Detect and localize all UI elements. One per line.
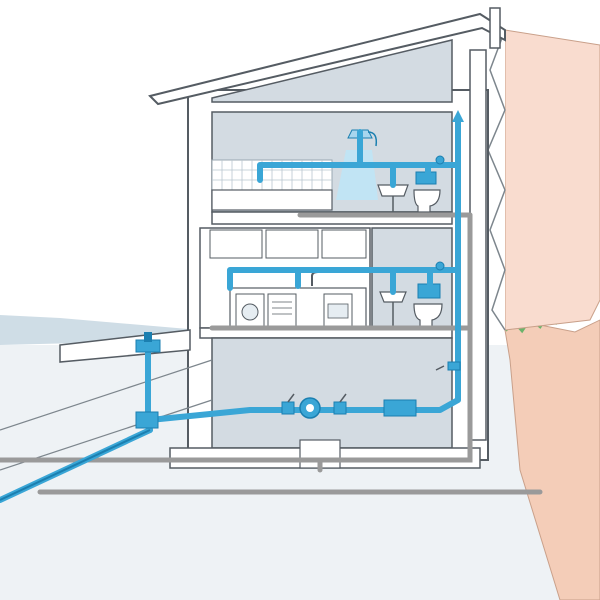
- main-supply-shadow: [0, 429, 151, 501]
- toilet-icon: [413, 171, 441, 213]
- soil-cross-section: [504, 319, 600, 600]
- attic-room: [211, 39, 453, 103]
- water-meter-icon: [299, 397, 321, 419]
- wall-broken-edge: [487, 29, 506, 331]
- valve-icon: [281, 393, 295, 415]
- dishwasher-icon: [267, 293, 297, 327]
- oven-icon: [323, 293, 353, 327]
- street-line: [0, 359, 213, 431]
- drain-pipes: [0, 212, 543, 495]
- basement-room: [211, 337, 453, 449]
- pipe-arrow-up: [452, 110, 464, 122]
- roof: [148, 12, 506, 106]
- neighbour-wall: [504, 29, 600, 331]
- filter-unit: [383, 399, 417, 417]
- valve-icon: [333, 393, 347, 415]
- washbasin-icon: [379, 291, 407, 326]
- valve-icon: [435, 361, 461, 371]
- valve-icon: [135, 332, 161, 353]
- valve-icon: [435, 155, 445, 165]
- vent-stack: [489, 7, 501, 49]
- bathtub: [211, 189, 333, 211]
- washbasin-icon: [377, 184, 409, 212]
- valve-icon: [135, 411, 159, 429]
- valve-icon: [435, 261, 445, 271]
- kitchen-wall-cabinets: [209, 229, 367, 259]
- washing-machine-icon: [235, 293, 265, 327]
